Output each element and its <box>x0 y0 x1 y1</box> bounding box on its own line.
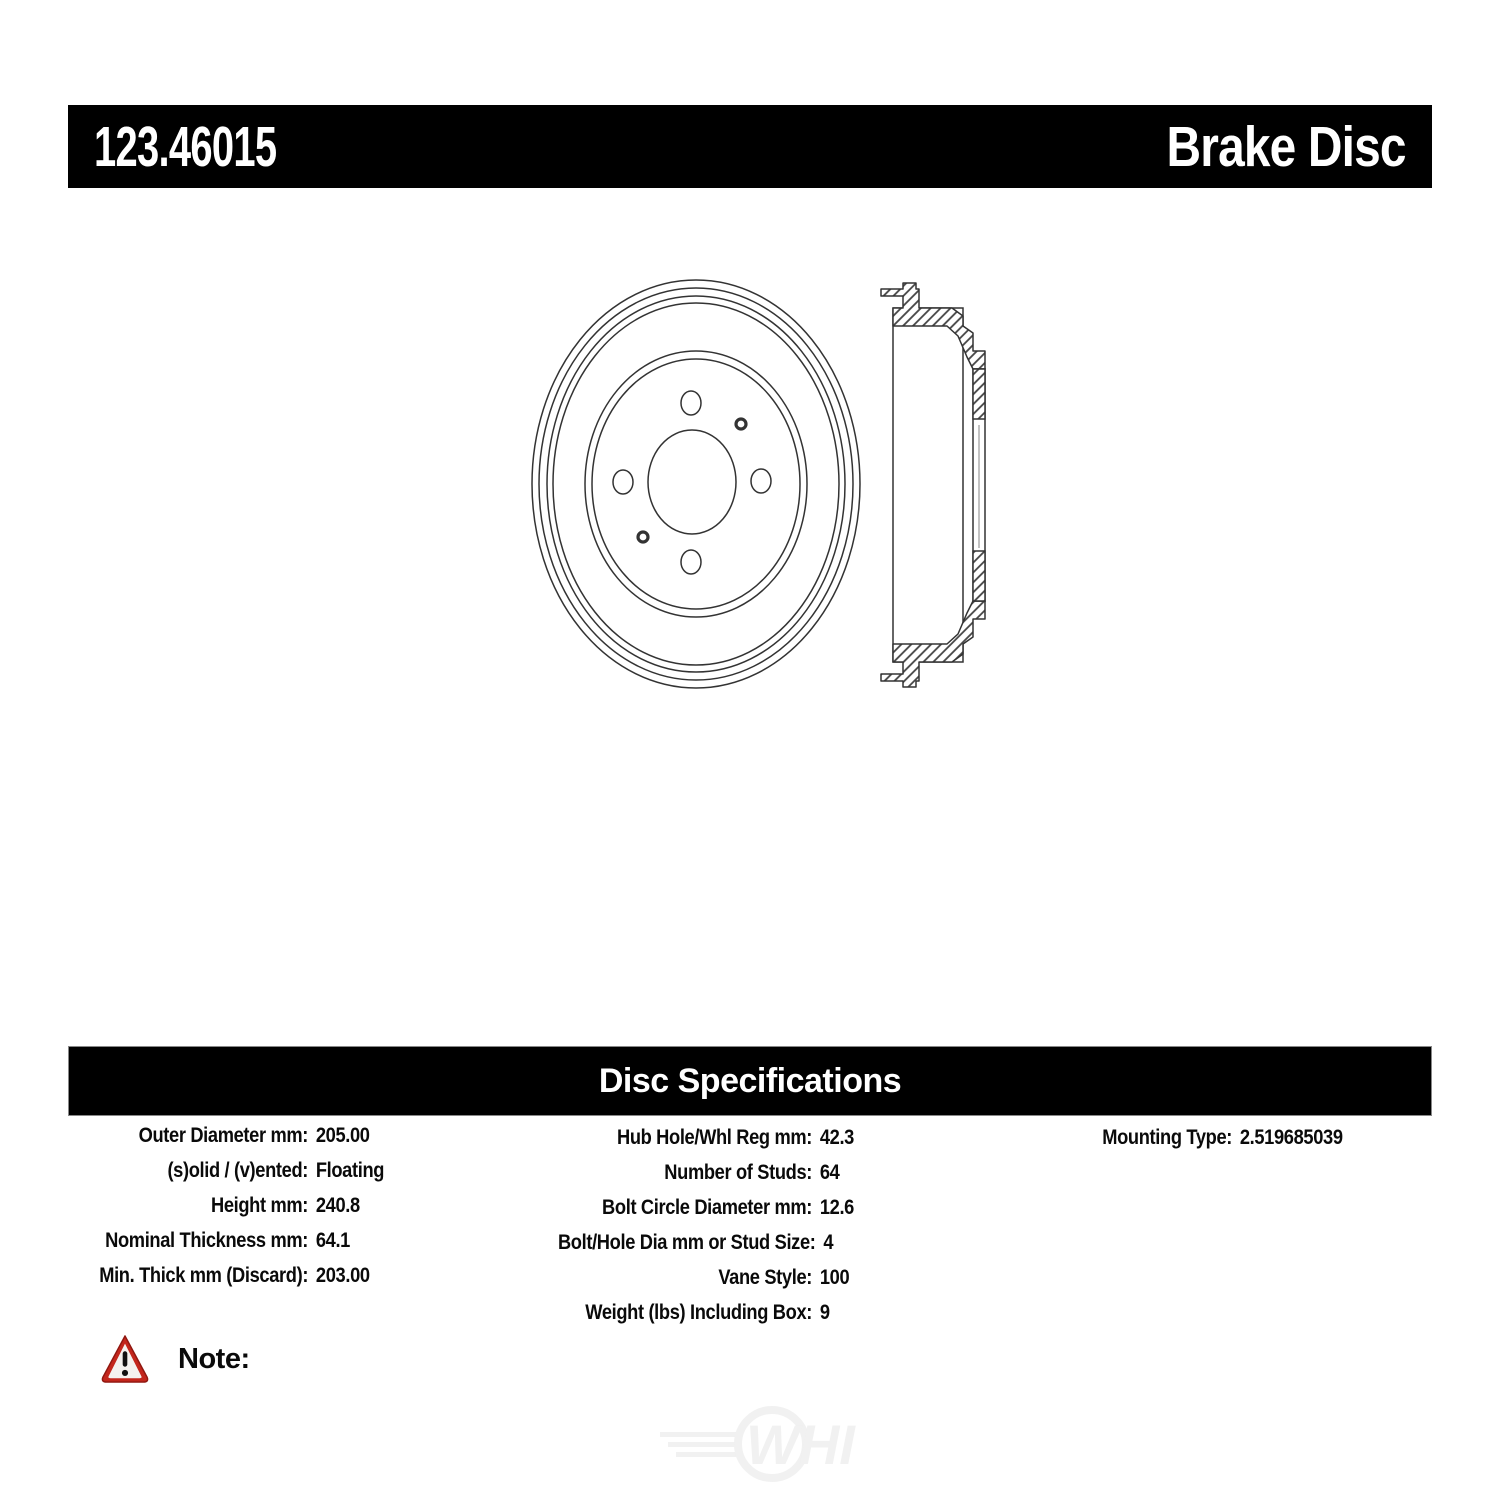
spec-value: 203.00 <box>315 1263 370 1287</box>
spec-label: Weight (lbs) Including Box: <box>585 1300 812 1324</box>
spec-label: Bolt/Hole Dia mm or Stud Size: <box>557 1230 816 1254</box>
spec-label: Bolt Circle Diameter mm: <box>602 1195 812 1219</box>
spec-value: Floating <box>315 1158 385 1182</box>
stud-hole <box>680 390 702 416</box>
spec-section-title: Disc Specifications <box>598 1061 902 1100</box>
spec-label: (s)olid / (v)ented: <box>167 1158 308 1182</box>
spec-value: 64.1 <box>315 1228 351 1252</box>
drum-front-view <box>531 279 861 689</box>
spec-value: 64 <box>819 1160 840 1184</box>
header-bar: 123.46015 Brake Disc <box>68 105 1432 188</box>
spec-row: Outer Diameter mm: 205.00 <box>99 1118 491 1153</box>
spec-value: 12.6 <box>819 1195 855 1219</box>
spec-row: Hub Hole/Whl Reg mm: 42.3 <box>558 1120 976 1155</box>
spec-row: Bolt Circle Diameter mm: 12.6 <box>558 1190 976 1225</box>
warning-triangle-icon <box>101 1335 149 1383</box>
spec-row: Weight (lbs) Including Box: 9 <box>558 1295 976 1330</box>
stud-hole <box>750 468 772 494</box>
spec-row: Bolt/Hole Dia mm or Stud Size: 4 <box>558 1225 976 1260</box>
spec-value: 240.8 <box>315 1193 360 1217</box>
watermark-text: WHI <box>746 1413 856 1476</box>
product-title: Brake Disc <box>1166 114 1407 179</box>
spec-column-middle: Hub Hole/Whl Reg mm: 42.3 Number of Stud… <box>558 1120 976 1330</box>
spec-row: Min. Thick mm (Discard): 203.00 <box>99 1258 491 1293</box>
spec-label: Min. Thick mm (Discard): <box>99 1263 309 1287</box>
spec-column-right: Mounting Type: 2.519685039 <box>1030 1120 1430 1155</box>
spec-value: 205.00 <box>315 1123 370 1147</box>
stud-hole <box>680 549 702 575</box>
technical-drawing <box>531 279 986 689</box>
spec-value: 42.3 <box>819 1125 855 1149</box>
spec-label: Vane Style: <box>718 1265 812 1289</box>
spec-row: Mounting Type: 2.519685039 <box>1030 1120 1430 1155</box>
spec-column-left: Outer Diameter mm: 205.00 (s)olid / (v)e… <box>99 1118 491 1293</box>
spec-label: Outer Diameter mm: <box>138 1123 309 1147</box>
spec-row: (s)olid / (v)ented: Floating <box>99 1153 491 1188</box>
spec-row: Height mm: 240.8 <box>99 1188 491 1223</box>
note-label: Note: <box>178 1342 250 1375</box>
spec-value: 2.519685039 <box>1239 1125 1343 1149</box>
note-section: Note: <box>100 1332 250 1386</box>
spec-label: Mounting Type: <box>1102 1125 1232 1149</box>
part-number: 123.46015 <box>94 114 277 179</box>
spec-section-header: Disc Specifications <box>68 1046 1432 1116</box>
spec-row: Vane Style: 100 <box>558 1260 976 1295</box>
spec-value: 9 <box>819 1300 830 1324</box>
spec-label: Hub Hole/Whl Reg mm: <box>616 1125 812 1149</box>
watermark-logo: WHI <box>660 1406 856 1482</box>
stud-hole <box>612 469 634 495</box>
drum-section-view <box>880 282 986 688</box>
spec-value: 4 <box>823 1230 834 1254</box>
spec-row: Nominal Thickness mm: 64.1 <box>99 1223 491 1258</box>
spec-label: Height mm: <box>210 1193 308 1217</box>
spec-label: Number of Studs: <box>664 1160 812 1184</box>
spec-value: 100 <box>819 1265 850 1289</box>
spec-label: Nominal Thickness mm: <box>105 1228 308 1252</box>
spec-row: Number of Studs: 64 <box>558 1155 976 1190</box>
small-hole <box>734 417 748 431</box>
small-hole <box>636 530 650 544</box>
